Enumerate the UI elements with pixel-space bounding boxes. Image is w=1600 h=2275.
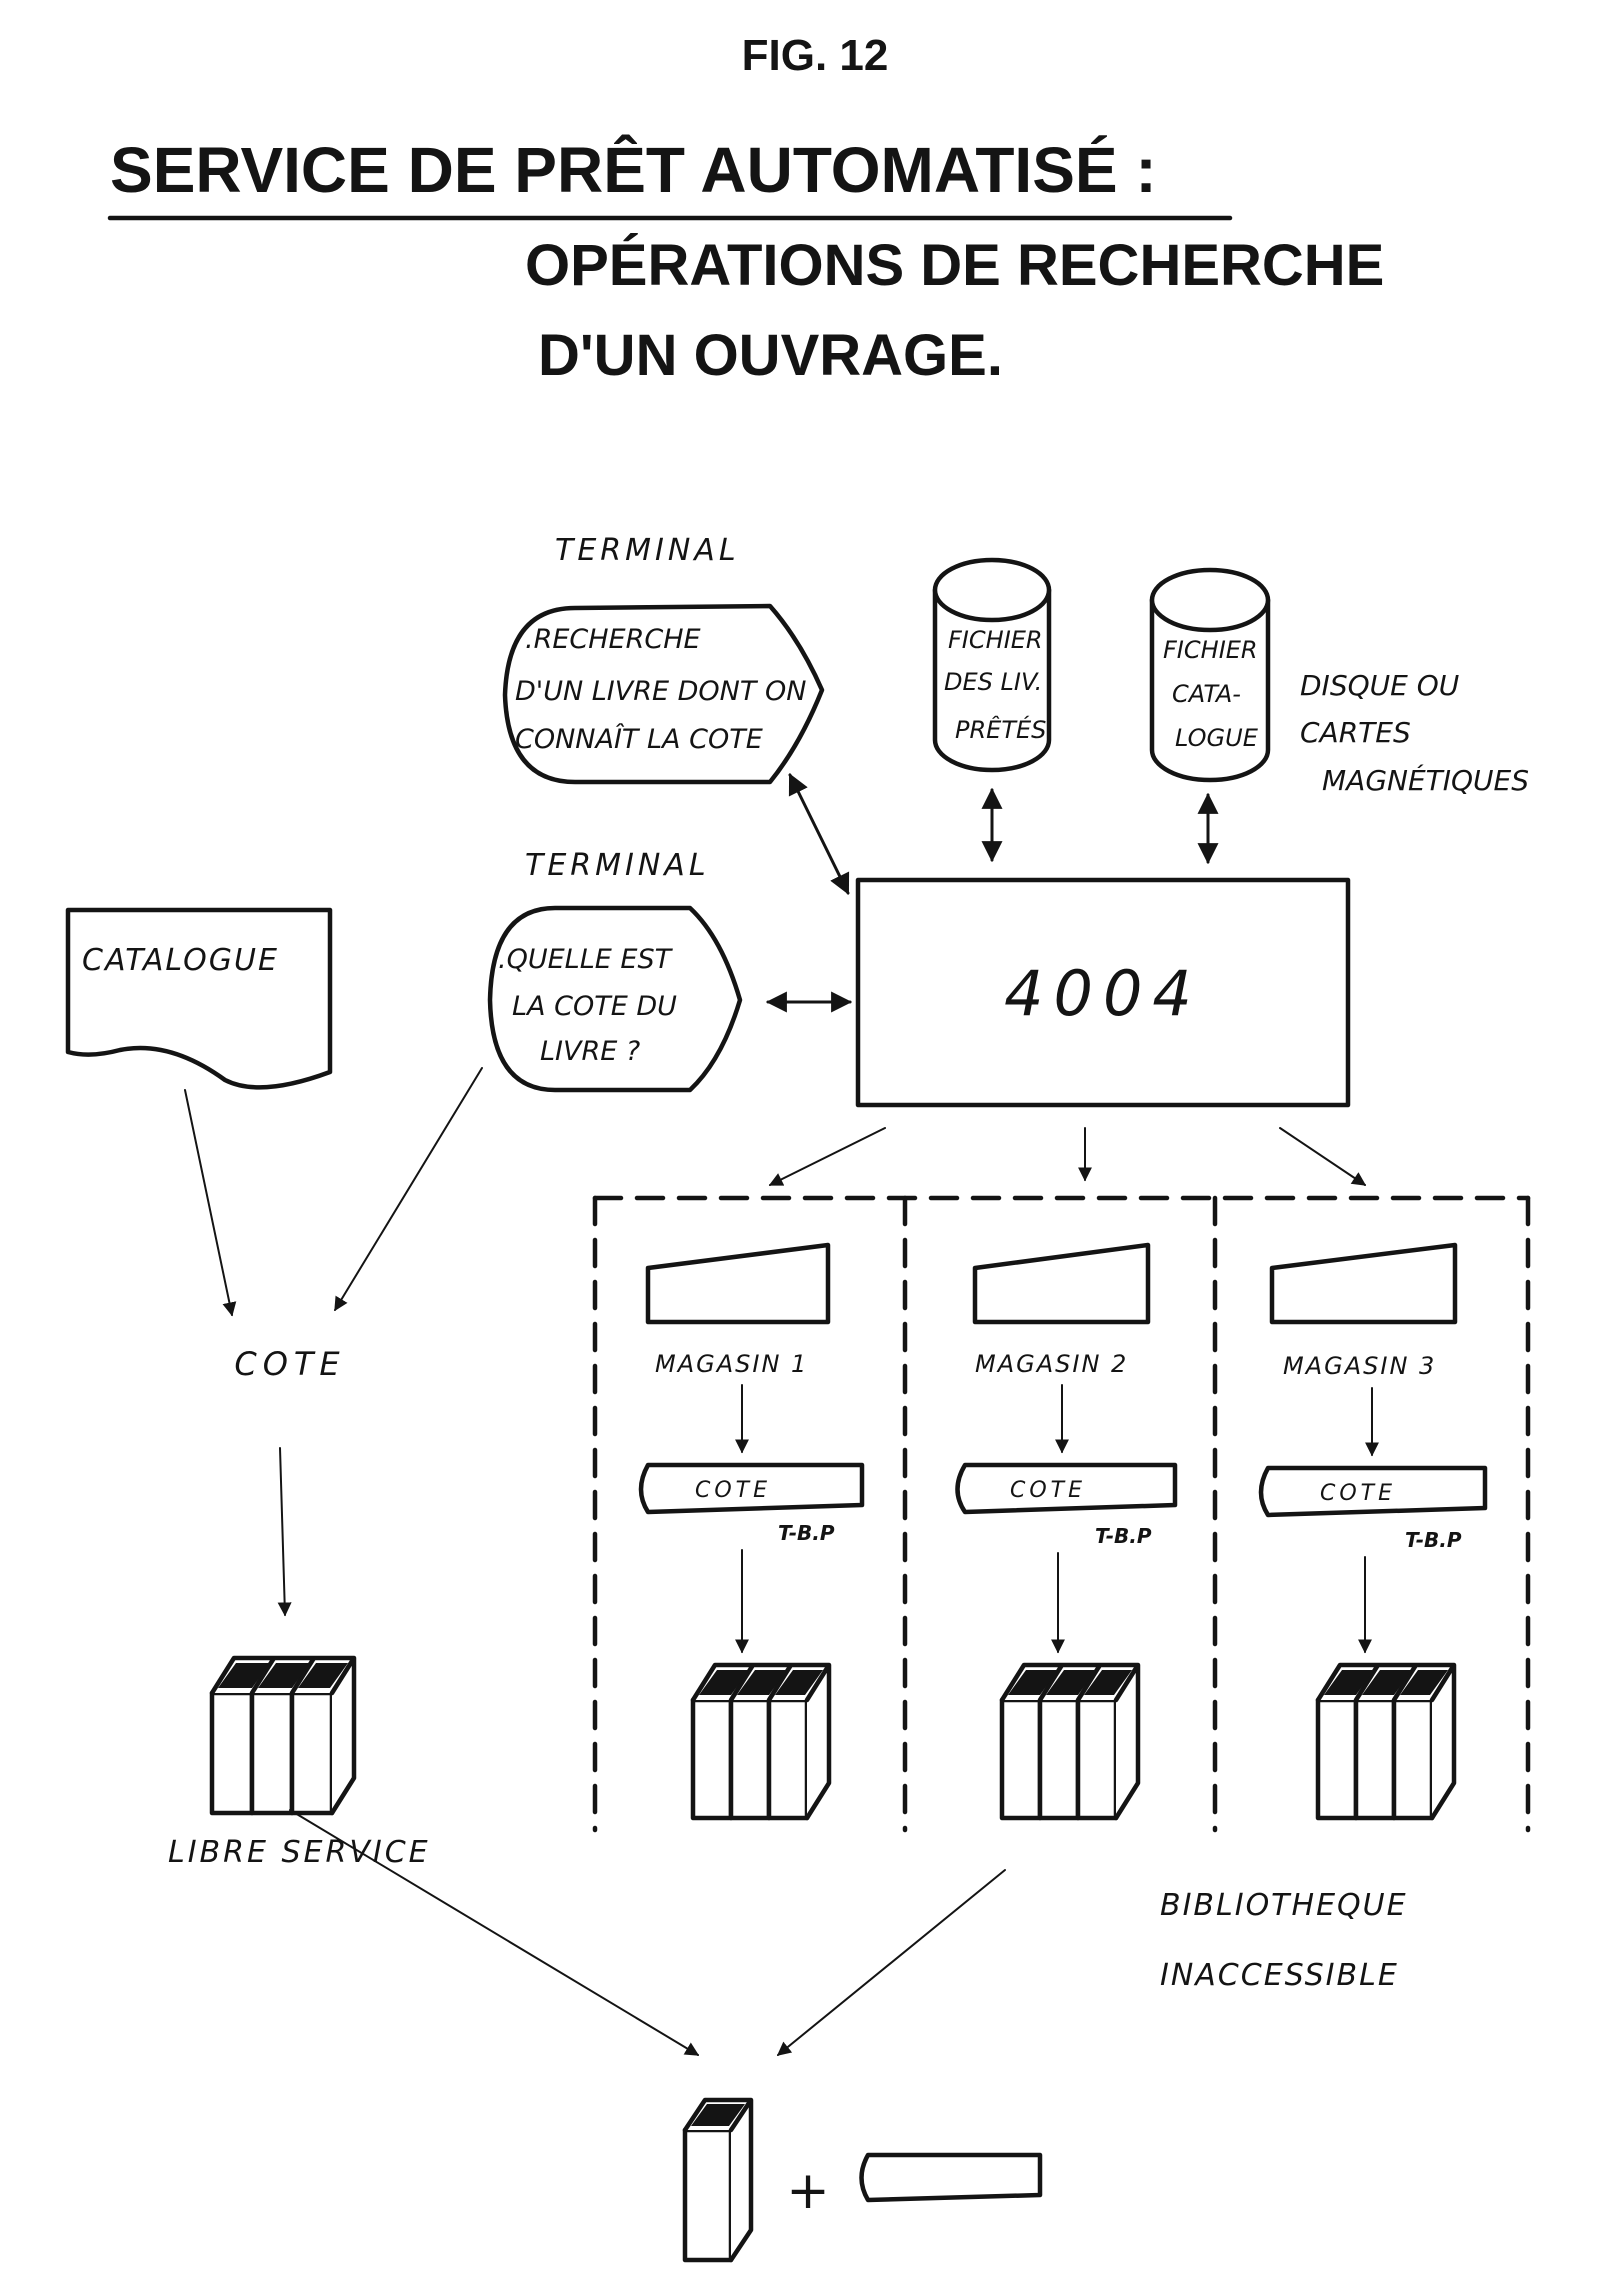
file-catalog-text-2: CATA- xyxy=(1172,680,1241,708)
arrow-bibliotheque-result xyxy=(776,1869,1006,2056)
magasin-3-tbp: T-B.P xyxy=(1405,1528,1462,1552)
books-libre-service-icon xyxy=(209,1655,357,1816)
terminal-top-shape xyxy=(502,603,825,785)
magasin-1-books-icon xyxy=(690,1662,832,1821)
arrow-catalogue-cote xyxy=(184,1089,237,1317)
arrow-computer-magasin-3 xyxy=(1279,1127,1367,1186)
computer-label: 4004 xyxy=(1004,957,1202,1030)
magasin-2-tbp: T-B.P xyxy=(1095,1524,1152,1548)
magasin-1-label: MAGASIN 1 xyxy=(655,1350,808,1378)
terminal-top-text-3: CONNAÎT LA COTE xyxy=(515,723,763,755)
catalogue-document xyxy=(65,907,333,1090)
title-line-2: OPÉRATIONS DE RECHERCHE xyxy=(525,233,1384,298)
magasin-1-cote-card xyxy=(638,1462,865,1515)
file-catalog-text-1: FICHIER xyxy=(1163,636,1258,664)
file-loans-text-1: FICHIER xyxy=(948,626,1043,654)
result-book-icon xyxy=(682,2097,754,2263)
terminal-top-text-1: .RECHERCHE xyxy=(525,624,701,655)
terminal-bottom-shape xyxy=(487,905,743,1093)
terminal-top-label: TERMINAL xyxy=(555,533,740,568)
arrow-libre-service-result xyxy=(289,1809,700,2056)
figure-label: FIG. 12 xyxy=(742,31,889,80)
bibliotheque-label-1: BIBLIOTHEQUE xyxy=(1160,1888,1408,1923)
cote-label: COTE xyxy=(234,1345,345,1383)
terminal-bottom-label: TERMINAL xyxy=(525,848,710,883)
library-enclosure xyxy=(592,1195,1531,1833)
title-line-3: D'UN OUVRAGE. xyxy=(538,323,1003,388)
magasin-3-label: MAGASIN 3 xyxy=(1283,1352,1436,1380)
computer-box xyxy=(855,877,1351,1108)
storage-caption-2: CARTES xyxy=(1300,716,1411,749)
terminal-bottom-text-1: .QUELLE EST xyxy=(498,944,674,975)
terminal-top-text-2: D'UN LIVRE DONT ON xyxy=(515,676,806,707)
magasin-1-terminal xyxy=(645,1242,831,1325)
title-line-1: SERVICE DE PRÊT AUTOMATISÉ : xyxy=(110,133,1157,206)
magasin-2: MAGASIN 2 COTE T-B.P xyxy=(955,1242,1178,1821)
magasin-1-cote: COTE xyxy=(695,1478,771,1503)
file-loans-text-3: PRÊTÉS xyxy=(955,715,1046,744)
magasin-3: MAGASIN 3 COTE T-B.P xyxy=(1258,1242,1488,1821)
file-loans-text-2: DES LIV. xyxy=(944,668,1042,696)
arrow-cote-books xyxy=(277,1447,292,1617)
magasin-1-tbp: T-B.P xyxy=(778,1521,835,1545)
arrow-computer-magasin-1 xyxy=(768,1127,886,1186)
terminal-bottom-text-3: LIVRE ? xyxy=(540,1036,640,1067)
magasin-1: MAGASIN 1 COTE T-B.P xyxy=(638,1242,865,1821)
file-catalog-cylinder: FICHIER CATA- LOGUE xyxy=(1149,567,1271,783)
magasin-3-cote: COTE xyxy=(1320,1481,1396,1506)
magasin-3-terminal xyxy=(1269,1242,1458,1325)
libre-service-label: LIBRE SERVICE xyxy=(168,1835,431,1870)
plus-sign: + xyxy=(786,2161,830,2221)
magasin-2-label: MAGASIN 2 xyxy=(975,1350,1128,1378)
magasin-2-cote: COTE xyxy=(1010,1478,1086,1503)
magasin-3-books-icon xyxy=(1315,1662,1457,1821)
arrow-terminal-top-computer xyxy=(788,773,850,895)
magasin-2-books-icon xyxy=(999,1662,1141,1821)
result-cote-card xyxy=(859,2152,1043,2203)
terminal-bottom-text-2: LA COTE DU xyxy=(512,991,677,1022)
file-catalog-text-3: LOGUE xyxy=(1175,724,1259,752)
magasin-3-cote-card xyxy=(1258,1465,1488,1518)
catalogue-label: CATALOGUE xyxy=(82,943,279,978)
storage-caption-3: MAGNÉTIQUES xyxy=(1322,763,1529,797)
magasin-2-terminal xyxy=(972,1242,1151,1325)
bibliotheque-label-2: INACCESSIBLE xyxy=(1160,1958,1399,1993)
magasin-2-cote-card xyxy=(955,1462,1178,1515)
file-loans-cylinder: FICHIER DES LIV. PRÊTÉS xyxy=(932,557,1052,773)
storage-caption-1: DISQUE OU xyxy=(1300,669,1459,702)
arrow-terminal-cote xyxy=(334,1067,483,1312)
